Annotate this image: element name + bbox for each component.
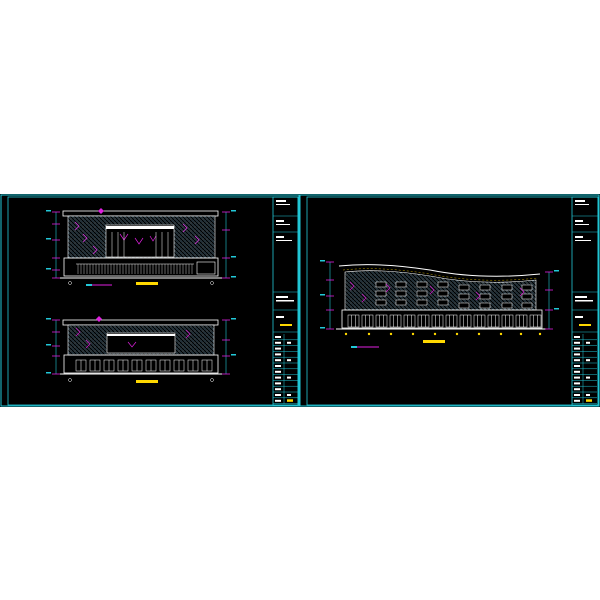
title-block-row	[572, 351, 597, 358]
storefront-bay	[431, 314, 444, 328]
elevation-bottom	[46, 316, 236, 383]
axis-marker	[389, 332, 393, 336]
window	[103, 359, 115, 372]
title-block-row	[273, 334, 298, 341]
storefront-bay	[473, 314, 486, 328]
storefront-bay	[403, 314, 416, 328]
window	[416, 299, 428, 306]
title-block-row	[572, 339, 597, 346]
storefront-bay	[361, 314, 374, 328]
window	[117, 359, 129, 372]
storefront-bay	[375, 314, 388, 328]
axis-marker	[344, 332, 348, 336]
title-block-row	[273, 363, 298, 370]
sheet-left-title-block	[272, 196, 299, 406]
title-block-row	[572, 345, 597, 352]
axis-marker	[411, 332, 415, 336]
window	[173, 359, 185, 372]
axis-marker	[367, 332, 371, 336]
window	[375, 290, 387, 297]
window	[416, 290, 428, 297]
window	[521, 293, 533, 300]
sheet-right-outer-border	[299, 194, 600, 407]
window	[501, 302, 513, 309]
storefront-bay	[417, 314, 430, 328]
axis-marker	[433, 332, 437, 336]
window	[479, 302, 491, 309]
storefront-bay	[501, 314, 514, 328]
axis-marker	[455, 332, 459, 336]
window	[145, 359, 157, 372]
window	[479, 293, 491, 300]
title-block-row	[273, 351, 298, 358]
title-block-row	[273, 357, 298, 364]
storefront-bay	[389, 314, 402, 328]
elevation-top	[46, 208, 236, 286]
axis-marker	[538, 332, 542, 336]
sheet-right-title-block	[571, 196, 599, 406]
title-block-row	[273, 392, 298, 399]
title-block-row	[572, 368, 597, 375]
title-block-row	[572, 392, 597, 399]
title-block-row	[273, 368, 298, 375]
storefront-bay	[445, 314, 458, 328]
storefront-bay	[459, 314, 472, 328]
window	[437, 299, 449, 306]
axis-marker	[499, 332, 503, 336]
title-block-row	[572, 380, 597, 387]
cad-drawing	[0, 194, 600, 407]
cad-drawing-canvas	[0, 194, 600, 407]
window	[458, 293, 470, 300]
window	[131, 359, 143, 372]
title-block-row	[572, 397, 597, 404]
title-block-row	[273, 397, 298, 404]
window	[416, 281, 428, 288]
window	[375, 299, 387, 306]
window	[375, 281, 387, 288]
title-block-row	[273, 374, 298, 381]
sheet-left-outer-border	[0, 194, 300, 407]
storefront-bay	[529, 314, 542, 328]
axis-marker	[519, 332, 523, 336]
window	[501, 293, 513, 300]
title-block-row	[273, 380, 298, 387]
window	[521, 302, 533, 309]
window	[437, 290, 449, 297]
window	[187, 359, 199, 372]
window	[437, 281, 449, 288]
title-block-row	[572, 334, 597, 341]
axis-marker	[477, 332, 481, 336]
title-block-row	[273, 339, 298, 346]
window	[395, 299, 407, 306]
window	[501, 284, 513, 291]
title-block-row	[572, 386, 597, 393]
window	[458, 302, 470, 309]
window	[395, 290, 407, 297]
window	[201, 359, 213, 372]
title-block-row	[572, 357, 597, 364]
storefront-bay	[347, 314, 360, 328]
window	[521, 284, 533, 291]
title-block-row	[273, 386, 298, 393]
window	[479, 284, 491, 291]
window	[458, 284, 470, 291]
title-block-row	[273, 345, 298, 352]
window	[75, 359, 87, 372]
window	[159, 359, 171, 372]
window	[89, 359, 101, 372]
sheet-right	[299, 194, 600, 407]
title-block-row	[572, 363, 597, 370]
sheet-left	[0, 194, 300, 407]
window	[395, 281, 407, 288]
storefront-bay	[487, 314, 500, 328]
storefront-bay	[515, 314, 528, 328]
title-block-row	[572, 374, 597, 381]
elevation-curved	[320, 260, 559, 348]
